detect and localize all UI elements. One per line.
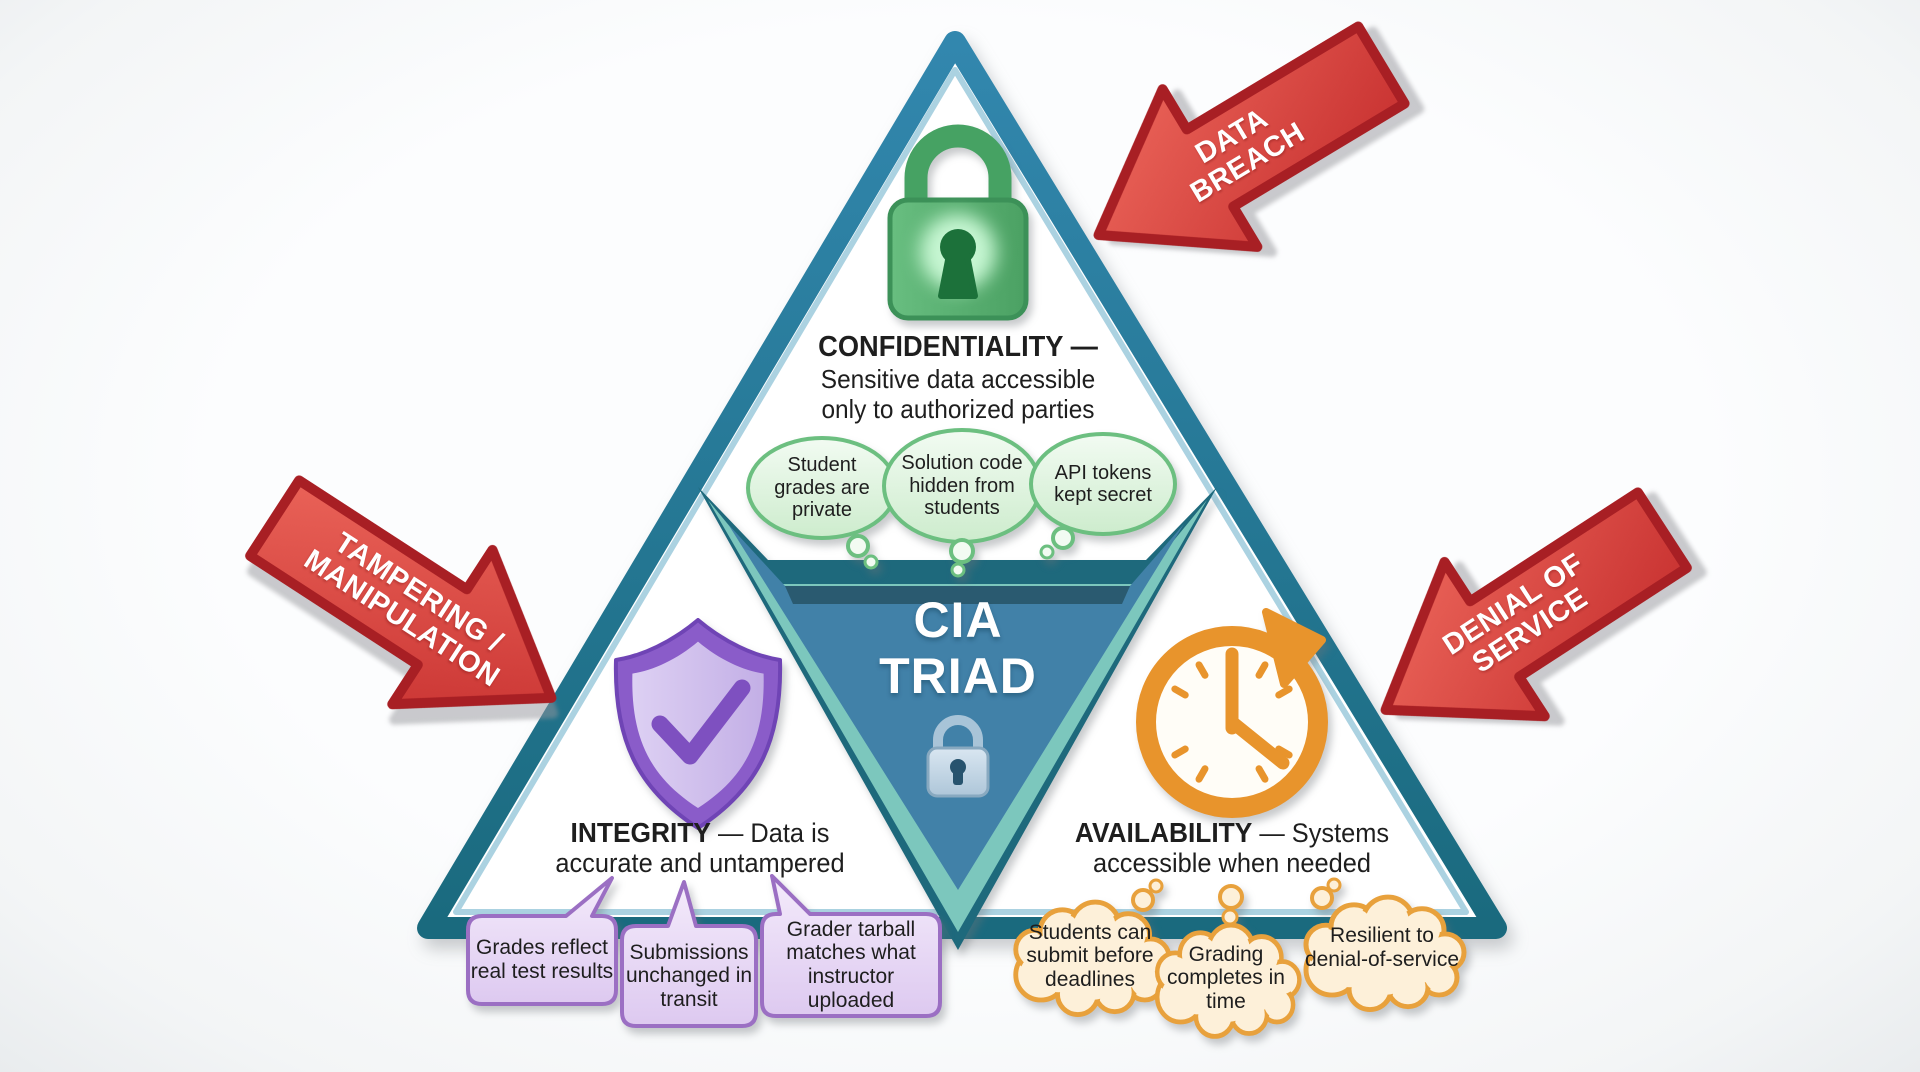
threat-arrow-denial-of-service	[1380, 487, 1692, 722]
confidentiality-dash: —	[1063, 331, 1098, 363]
speech-bubble	[760, 874, 942, 1018]
integrity-bubble-3: Grader tarball matches what instructor u…	[786, 917, 916, 1012]
confidentiality-desc-line2: only to authorized parties	[821, 394, 1095, 424]
confidentiality-heading-block: CONFIDENTIALITY — Sensitive data accessi…	[818, 330, 1098, 424]
speech-bubble	[620, 880, 758, 1028]
availability-desc-line1: — Systems	[1252, 818, 1390, 848]
availability-bubble-3: Resilient to denial-of-service	[1304, 924, 1460, 971]
availability-heading-block: AVAILABILITY — Systems accessible when n…	[1074, 817, 1390, 879]
integrity-desc-line2: accurate and untampered	[555, 848, 845, 878]
clock-hands	[1225, 647, 1290, 770]
integrity-bubbles	[466, 874, 942, 1028]
integrity-bubble-2: Submissions unchanged in transit	[625, 940, 753, 1011]
thought-bubble	[1029, 432, 1177, 536]
speech-bubble	[466, 876, 618, 1006]
clockwise-arrowhead	[1262, 608, 1326, 688]
orange-clock-icon	[1136, 608, 1328, 818]
availability-desc-line2: accessible when needed	[1093, 848, 1371, 878]
threat-arrow-data-breach	[1093, 21, 1410, 252]
padlock-icon	[926, 715, 990, 798]
integrity-desc-line1: — Data is	[710, 818, 830, 848]
availability-bubble-1: Students can submit before deadlines	[1026, 920, 1154, 991]
confidentiality-desc-line1: Sensitive data accessible	[820, 364, 1096, 394]
integrity-title: INTEGRITY	[570, 817, 711, 848]
center-title: CIA TRIAD	[879, 592, 1037, 704]
center-title-line1: CIA	[913, 592, 1003, 648]
integrity-heading-block: INTEGRITY — Data is accurate and untampe…	[555, 817, 845, 879]
availability-bubble-2: Grading completes in time	[1167, 942, 1285, 1013]
confidentiality-bubble-3: API tokens kept secret	[1054, 461, 1152, 506]
availability-bubbles	[1016, 877, 1464, 1036]
checkmark	[651, 679, 751, 765]
threat-arrow-tampering	[245, 475, 557, 710]
center-title-line2: TRIAD	[879, 648, 1037, 704]
confidentiality-heading: CONFIDENTIALITY —	[818, 330, 1098, 364]
confidentiality-bubble-2: Solution code hidden from students	[901, 452, 1023, 520]
confidentiality-bubbles	[746, 428, 1177, 578]
integrity-bubble-1: Grades reflect real test results	[470, 936, 614, 983]
green-padlock-icon	[887, 124, 1029, 321]
confidentiality-bubble-1: Student grades are private	[774, 454, 870, 522]
availability-title: AVAILABILITY	[1074, 817, 1253, 848]
purple-shield-check-icon	[613, 618, 783, 830]
confidentiality-title: CONFIDENTIALITY	[818, 331, 1064, 363]
